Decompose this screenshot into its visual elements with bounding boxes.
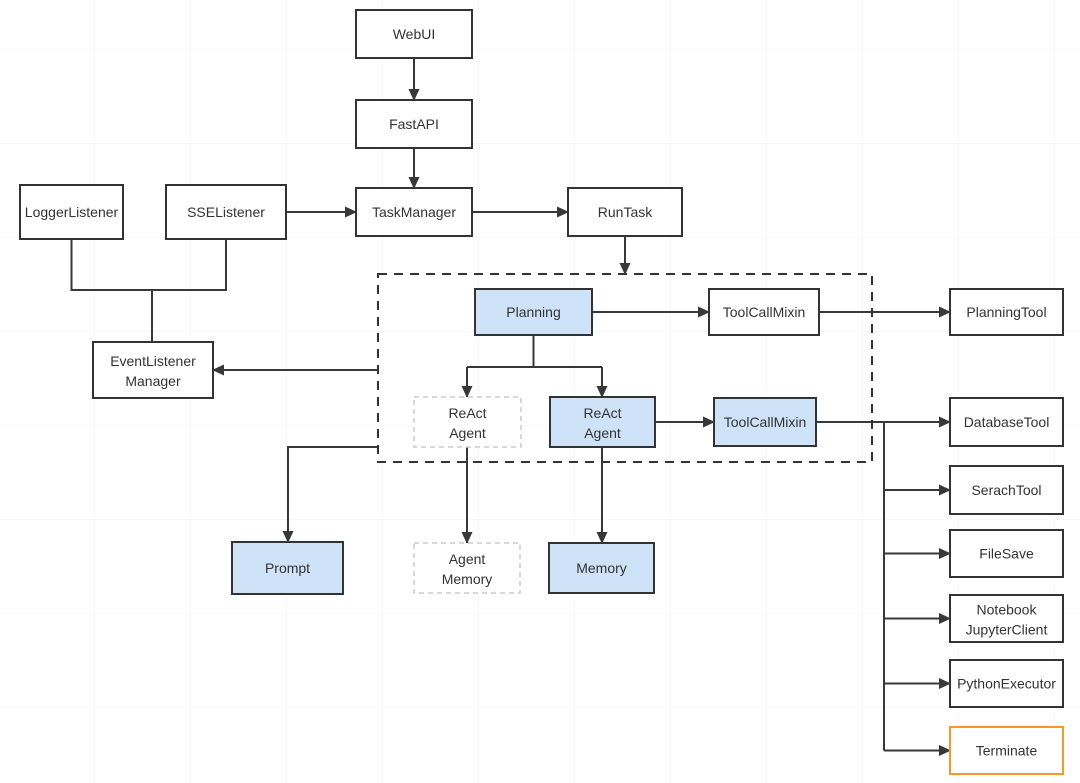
node-pythonexecutor: PythonExecutor (949, 659, 1064, 708)
node-planning-label: Planning (506, 304, 561, 320)
node-loggerlistener-label: LoggerListener (25, 204, 119, 220)
node-webui: WebUI (355, 9, 473, 59)
node-webui-label: WebUI (393, 26, 436, 42)
node-planningtool: PlanningTool (949, 288, 1064, 336)
edge-listeners-junction (70, 239, 227, 291)
node-planningtool-label: PlanningTool (966, 304, 1046, 320)
node-toolcallmixin-top-label: ToolCallMixin (723, 304, 805, 320)
node-filesave-label: FileSave (979, 546, 1034, 562)
node-prompt-label: Prompt (265, 560, 310, 576)
node-sselistener: SSEListener (165, 184, 287, 240)
node-toolcallmixin-blue-label: ToolCallMixin (724, 414, 806, 430)
node-prompt: Prompt (231, 541, 344, 595)
node-toolcallmixin-blue: ToolCallMixin (713, 397, 817, 447)
edge-planning-branch (467, 335, 602, 368)
node-fastapi-label: FastAPI (389, 116, 439, 132)
node-taskmanager: TaskManager (355, 187, 473, 237)
node-filesave: FileSave (949, 529, 1064, 578)
node-serachtool-label: SerachTool (971, 482, 1041, 498)
node-toolcallmixin-top: ToolCallMixin (708, 288, 820, 336)
node-memory-label: Memory (576, 560, 627, 576)
node-databasetool: DatabaseTool (949, 397, 1064, 447)
agent-group-container (377, 273, 873, 463)
node-memory: Memory (548, 542, 655, 594)
node-terminate: Terminate (949, 726, 1064, 775)
node-runtask-label: RunTask (598, 204, 653, 220)
node-terminate-label: Terminate (976, 743, 1038, 759)
edges-layer (70, 58, 951, 756)
node-taskmanager-label: TaskManager (372, 204, 456, 220)
node-pythonexecutor-label: PythonExecutor (957, 676, 1056, 692)
node-loggerlistener: LoggerListener (19, 184, 124, 240)
node-serachtool: SerachTool (949, 465, 1064, 515)
node-databasetool-label: DatabaseTool (964, 414, 1050, 430)
node-runtask: RunTask (567, 187, 683, 237)
node-fastapi: FastAPI (355, 99, 473, 149)
node-planning: Planning (474, 288, 593, 336)
edge-agentgroup-prompt (282, 446, 378, 543)
node-sselistener-label: SSEListener (187, 204, 265, 220)
